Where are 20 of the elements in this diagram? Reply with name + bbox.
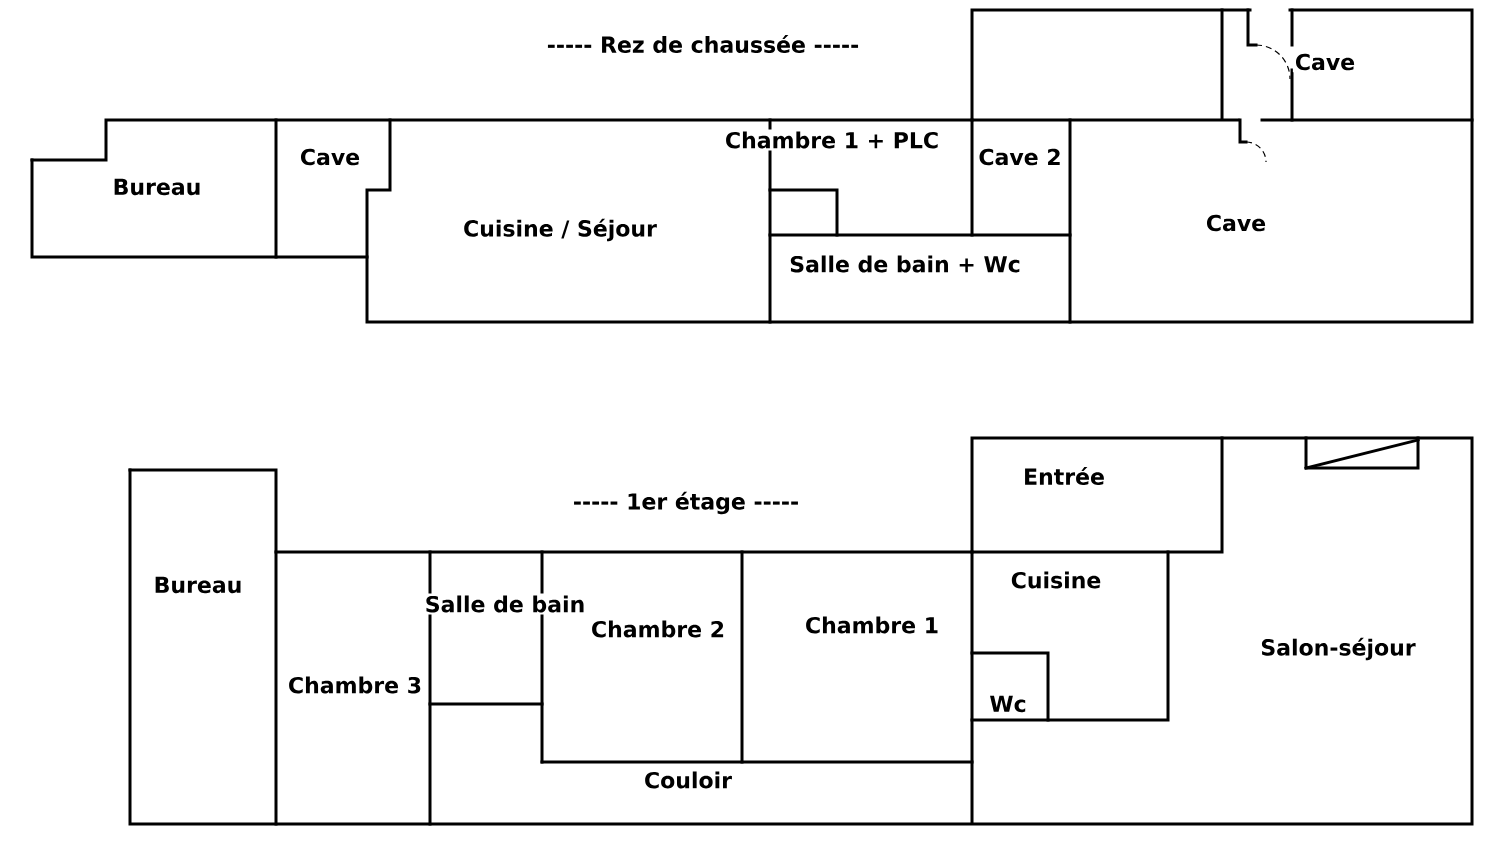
room-label: Bureau (151, 574, 245, 596)
room-label: Wc (987, 693, 1029, 715)
room-label: Chambre 1 (802, 614, 942, 636)
room-label: Chambre 1 + PLC (722, 129, 942, 151)
room-label: Salle de bain (422, 593, 588, 615)
room-label: Bureau (110, 176, 204, 198)
floor-heading: ----- 1er étage ----- (570, 489, 802, 517)
room-label: Cuisine / Séjour (461, 216, 659, 244)
room-label: Chambre 3 (286, 674, 425, 696)
room-label: Couloir (642, 769, 734, 791)
room-label: Cuisine (1008, 569, 1104, 591)
floor-heading: ----- Rez de chaussée ----- (544, 33, 862, 55)
room-label: Salle de bain + Wc (787, 253, 1023, 275)
room-label: Salon-séjour (1258, 635, 1418, 663)
room-label: Entrée (1021, 465, 1107, 487)
room-label: Cave (1292, 51, 1358, 73)
room-label: Chambre 2 (588, 618, 728, 640)
room-label: Cave 2 (976, 146, 1064, 168)
room-label: Cave (1203, 212, 1269, 234)
room-label: Cave (297, 146, 363, 168)
